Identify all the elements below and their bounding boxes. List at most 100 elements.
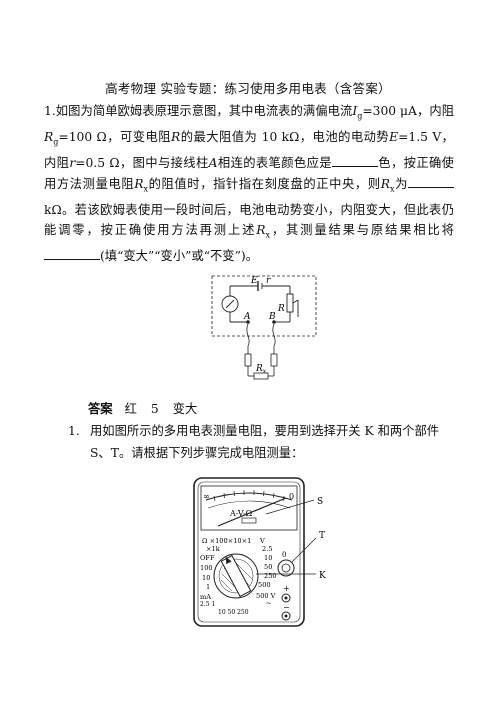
range-ma-values: 2.5 1 (200, 601, 215, 608)
selector-pointer (225, 556, 232, 565)
answer-label: 答案 (88, 401, 113, 416)
q1-text: (填“变大”“变小”或“不变”)。 (100, 249, 258, 264)
terminal-a-label: A (243, 312, 251, 322)
galvanometer-needle (225, 299, 235, 309)
q1-text: =0.5 Ω，图中与接线柱 (75, 156, 209, 171)
scale-ticks (213, 490, 285, 502)
range-100-label: 100 (200, 564, 213, 572)
unknown-resistor-label: Rx (255, 364, 267, 375)
q1-text: kΩ。若该欧姆表使用一段时间后，电池电动势变小，内阻变大，但此表仍能调零，按正确… (44, 202, 454, 238)
leader-line-s (265, 499, 315, 515)
label-t: T (319, 531, 325, 541)
range-ma-label: mA (200, 593, 211, 601)
meter-needle (217, 497, 287, 527)
q1-subscript: x (265, 230, 271, 240)
q1-text: 相连的表笔颜色应是 (217, 156, 332, 171)
blank-3[interactable] (44, 246, 100, 261)
range-10b-label: 10 (202, 574, 210, 582)
negative-jack-label: − (283, 603, 290, 612)
ohm-zero-knob-t[interactable] (277, 559, 295, 577)
internal-resistance-label: r (266, 276, 271, 286)
positive-jack-label: + (283, 584, 290, 593)
meter-inner-border (197, 481, 301, 623)
q1-symbol: R (380, 176, 390, 191)
label-k: K (319, 571, 326, 581)
q1-subscript: g (357, 111, 363, 121)
scale-infinity-label: ∞ (203, 492, 210, 501)
q2-text-part: 。请根据下列步骤完成电阻测量： (118, 446, 304, 460)
meter-enclosure (211, 275, 317, 337)
q1-text: =300 μA，内阻 (362, 104, 454, 118)
ohm-zero-label: 0 (282, 551, 286, 559)
q1-text: 如图为简单欧姆表原理示意图，其中电流表的满偏电流 (55, 104, 353, 118)
range-x1k-label: ×1k (206, 545, 221, 553)
q1-text: ，其测量结果与原结果相比将 (270, 223, 454, 238)
q2-text: 用如图所示的多用电表测量电阻，要用到选择开关 K 和两个部件 S、T。请根据下列… (90, 420, 456, 464)
answer-3: 变大 (172, 402, 198, 416)
probe-lead-a (246, 323, 250, 354)
range-ac-label: ~ (266, 599, 272, 607)
q2-number: 1. (68, 424, 80, 438)
range-1-label: 1 (206, 583, 210, 591)
q1-text: =1.5 V，内阻 (44, 130, 454, 171)
range-2-5-label: 2.5 (262, 545, 273, 553)
answer-2: 5 (150, 402, 159, 416)
range-v-label: V (259, 537, 265, 545)
q1-symbol: A (208, 156, 218, 171)
q1-symbol: E (389, 130, 399, 145)
ohm-zero-knob-inner (281, 563, 291, 573)
dial-unit-label: A-V-Ω (229, 509, 253, 518)
q1-text: 色，按正确使用方法测量电阻 (44, 156, 454, 191)
resistor-slider (292, 299, 299, 304)
mechanical-zero-adjuster[interactable] (241, 517, 257, 524)
q1-symbol: R (171, 130, 181, 145)
page-title: 高考物理 实验专题：练习使用多用电表（含答案） (105, 81, 391, 96)
terminal-b-label: B (268, 312, 276, 322)
q1-text: 为 (394, 176, 408, 191)
selector-switch-k[interactable] (220, 554, 252, 598)
range-ohm-label: Ω ×100×10×1 (202, 537, 251, 545)
blank-2[interactable] (407, 174, 454, 188)
range-500-label: 500 (258, 581, 271, 589)
q1-symbol: I (352, 104, 358, 118)
negative-jack-hole (284, 614, 288, 618)
q1-symbol: R (134, 176, 144, 191)
q1-subscript: x (389, 184, 395, 194)
range-bottom-values: 10 50 250 (218, 609, 249, 616)
q1-symbol: r (69, 156, 76, 171)
q1-text: 的最大阻值为 10 kΩ，电池的电动势 (180, 130, 390, 145)
q2-text-part: 用如图所示的多用电表测量电阻，要用到选择开关 (90, 424, 361, 438)
range-50-label: 50 (264, 563, 272, 571)
range-500v-label: 500 V (256, 592, 276, 600)
q1-symbol: R (256, 223, 266, 238)
q2-symbol: S、T (90, 446, 119, 460)
question-2: 1. 用如图所示的多用电表测量电阻，要用到选择开关 K 和两个部件 S、T。请根… (68, 420, 456, 464)
range-10-label: 10 (264, 554, 272, 562)
probe-b (270, 353, 278, 367)
question-1: 1.如图为简单欧姆表原理示意图，其中电流表的满偏电流Ig=300 μA，内阻Rg… (44, 101, 454, 267)
q2-text-part: 和两个部件 (377, 424, 440, 438)
answer-1: 红 (124, 402, 137, 416)
variable-resistor-icon (286, 293, 294, 313)
battery-emf-label: E (250, 276, 258, 286)
q1-text: =100 Ω，可变电阻 (58, 130, 171, 145)
selector-dial-ring (218, 558, 254, 594)
scale-zero-label: 0 (289, 492, 294, 501)
terminal-a (246, 320, 250, 324)
variable-resistor-label: R (277, 304, 285, 314)
probe-a (244, 353, 252, 367)
scale-arc-inner (207, 500, 291, 509)
q1-number: 1. (44, 104, 56, 118)
multimeter-illustration: ∞ 0 A-V-Ω S Ω ×100×10×1 V ×1k 2.5 OFF 10… (193, 477, 326, 627)
q2-symbol: K (364, 424, 374, 438)
q1-subscript: x (143, 184, 149, 194)
ohmmeter-circuit-diagram: E r R A B Rx (211, 275, 317, 380)
range-250-label: 250 (264, 572, 277, 580)
q1-subscript: g (53, 137, 59, 147)
blank-1[interactable] (331, 153, 378, 168)
probe-lead-b (272, 323, 276, 354)
q1-symbol: R (44, 130, 54, 145)
range-off-label: OFF (200, 554, 215, 562)
label-s: S (317, 497, 323, 507)
